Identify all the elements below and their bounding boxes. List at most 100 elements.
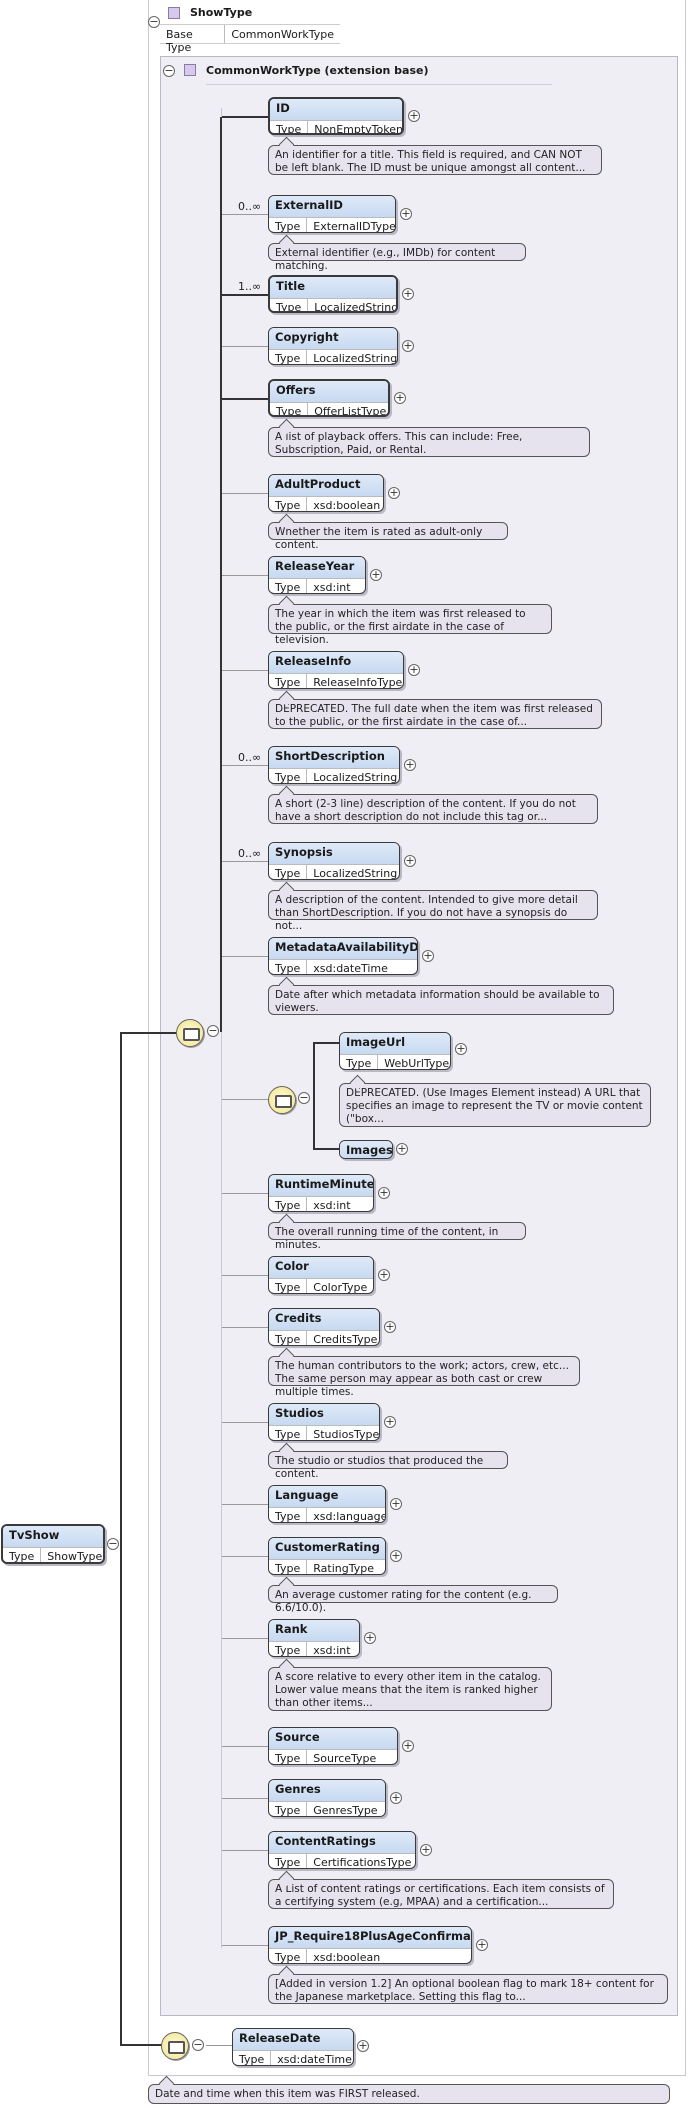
collapse-extension-icon[interactable]: −: [163, 64, 175, 77]
expand-metadataavailabilitydate-icon[interactable]: +: [422, 949, 434, 962]
extension-divider: [206, 84, 552, 85]
type-label: Type: [269, 1197, 308, 1211]
expand-source-icon[interactable]: +: [402, 1739, 414, 1752]
doc-credits: The human contributors to the work; acto…: [268, 1356, 580, 1398]
sequence-compositor-2-icon[interactable]: [161, 2032, 189, 2060]
expand-runtimeminutes-icon[interactable]: +: [378, 1186, 390, 1199]
type-label: Type: [269, 1802, 308, 1816]
type-value: SourceType: [313, 1752, 377, 1765]
element-images[interactable]: Images: [339, 1140, 393, 1159]
expand-credits-icon[interactable]: +: [384, 1320, 396, 1333]
element-metadataavailabilitydate[interactable]: MetadataAvailabilityDateTypexsd:dateTime: [268, 937, 418, 975]
expand-id-icon[interactable]: +: [408, 109, 420, 122]
element-connector: [222, 1422, 268, 1423]
doc-synopsis: A description of the content. Intended t…: [268, 890, 598, 932]
expand-jp_require18plusageconfirmation-icon[interactable]: +: [476, 1938, 488, 1951]
expand-color-icon[interactable]: +: [378, 1268, 390, 1281]
choice-compositor-icon[interactable]: [268, 1086, 296, 1114]
sequence-compositor-icon[interactable]: [176, 1019, 204, 1047]
expand-images-icon[interactable]: +: [396, 1142, 408, 1155]
type-label: Type: [269, 865, 308, 879]
type-label: Type: [233, 2051, 272, 2065]
expand-contentratings-icon[interactable]: +: [420, 1843, 432, 1856]
expand-rank-icon[interactable]: +: [364, 1631, 376, 1644]
root-connector: [120, 1032, 122, 2046]
element-connector: [222, 1193, 268, 1194]
element-connector: [222, 1850, 268, 1851]
expand-synopsis-icon[interactable]: +: [404, 854, 416, 867]
type-value: CertificationsType: [313, 1856, 412, 1869]
collapse-showtype-icon[interactable]: −: [148, 15, 160, 28]
doc-releaseyear: The year in which the item was first rel…: [268, 604, 552, 646]
type-label: Type: [270, 121, 309, 133]
type-label: Type: [269, 1508, 308, 1522]
type-value: ColorType: [313, 1281, 368, 1294]
element-connector: [222, 1945, 268, 1946]
element-connector: [222, 861, 268, 862]
collapse-tvshow-icon[interactable]: −: [107, 1537, 119, 1550]
type-label: Type: [269, 1854, 308, 1868]
type-label: Type: [3, 1548, 42, 1562]
element-connector: [222, 398, 268, 400]
type-label: Type: [269, 1426, 308, 1440]
expand-language-icon[interactable]: +: [390, 1497, 402, 1510]
expand-externalid-icon[interactable]: +: [400, 207, 412, 220]
element-connector: [222, 214, 268, 215]
base-type-value: CommonWorkType: [231, 28, 334, 41]
expand-title-icon[interactable]: +: [402, 287, 414, 300]
showtype-title: ShowType: [190, 6, 253, 19]
collapse-choice-icon[interactable]: −: [298, 1091, 310, 1104]
element-connector: [222, 670, 268, 671]
expand-copyright-icon[interactable]: +: [402, 339, 414, 352]
element-name: Genres: [269, 1780, 385, 1801]
element-releasedate[interactable]: ReleaseDate Type xsd:dateTime: [232, 2028, 354, 2066]
element-name: Credits: [269, 1309, 379, 1330]
element-tvshow[interactable]: TvShow Type ShowType: [1, 1524, 105, 1564]
expand-releaseyear-icon[interactable]: +: [370, 568, 382, 581]
expand-customerrating-icon[interactable]: +: [390, 1549, 402, 1562]
complex-type-icon: [168, 7, 180, 19]
expand-studios-icon[interactable]: +: [384, 1415, 396, 1428]
element-name: Source: [269, 1728, 397, 1749]
choice-spine: [313, 1042, 315, 1150]
expand-releaseinfo-icon[interactable]: +: [408, 663, 420, 676]
collapse-sequence-icon[interactable]: −: [207, 1024, 219, 1037]
expand-offers-icon[interactable]: +: [394, 391, 406, 404]
element-connector: [222, 116, 268, 118]
expand-adultproduct-icon[interactable]: +: [388, 486, 400, 499]
complex-type-icon: [184, 64, 196, 76]
element-jp_require18plusageconfirmation[interactable]: JP_Require18PlusAgeConfirmationTypexsd:b…: [268, 1926, 472, 1964]
expand-imageurl-icon[interactable]: +: [455, 1042, 467, 1055]
expand-shortdescription-icon[interactable]: +: [404, 758, 416, 771]
expand-genres-icon[interactable]: +: [390, 1791, 402, 1804]
collapse-release-seq-icon[interactable]: −: [192, 2038, 204, 2051]
expand-releasedate-icon[interactable]: +: [357, 2039, 369, 2052]
element-imageurl[interactable]: ImageUrl Type WebUrlType: [339, 1032, 451, 1070]
